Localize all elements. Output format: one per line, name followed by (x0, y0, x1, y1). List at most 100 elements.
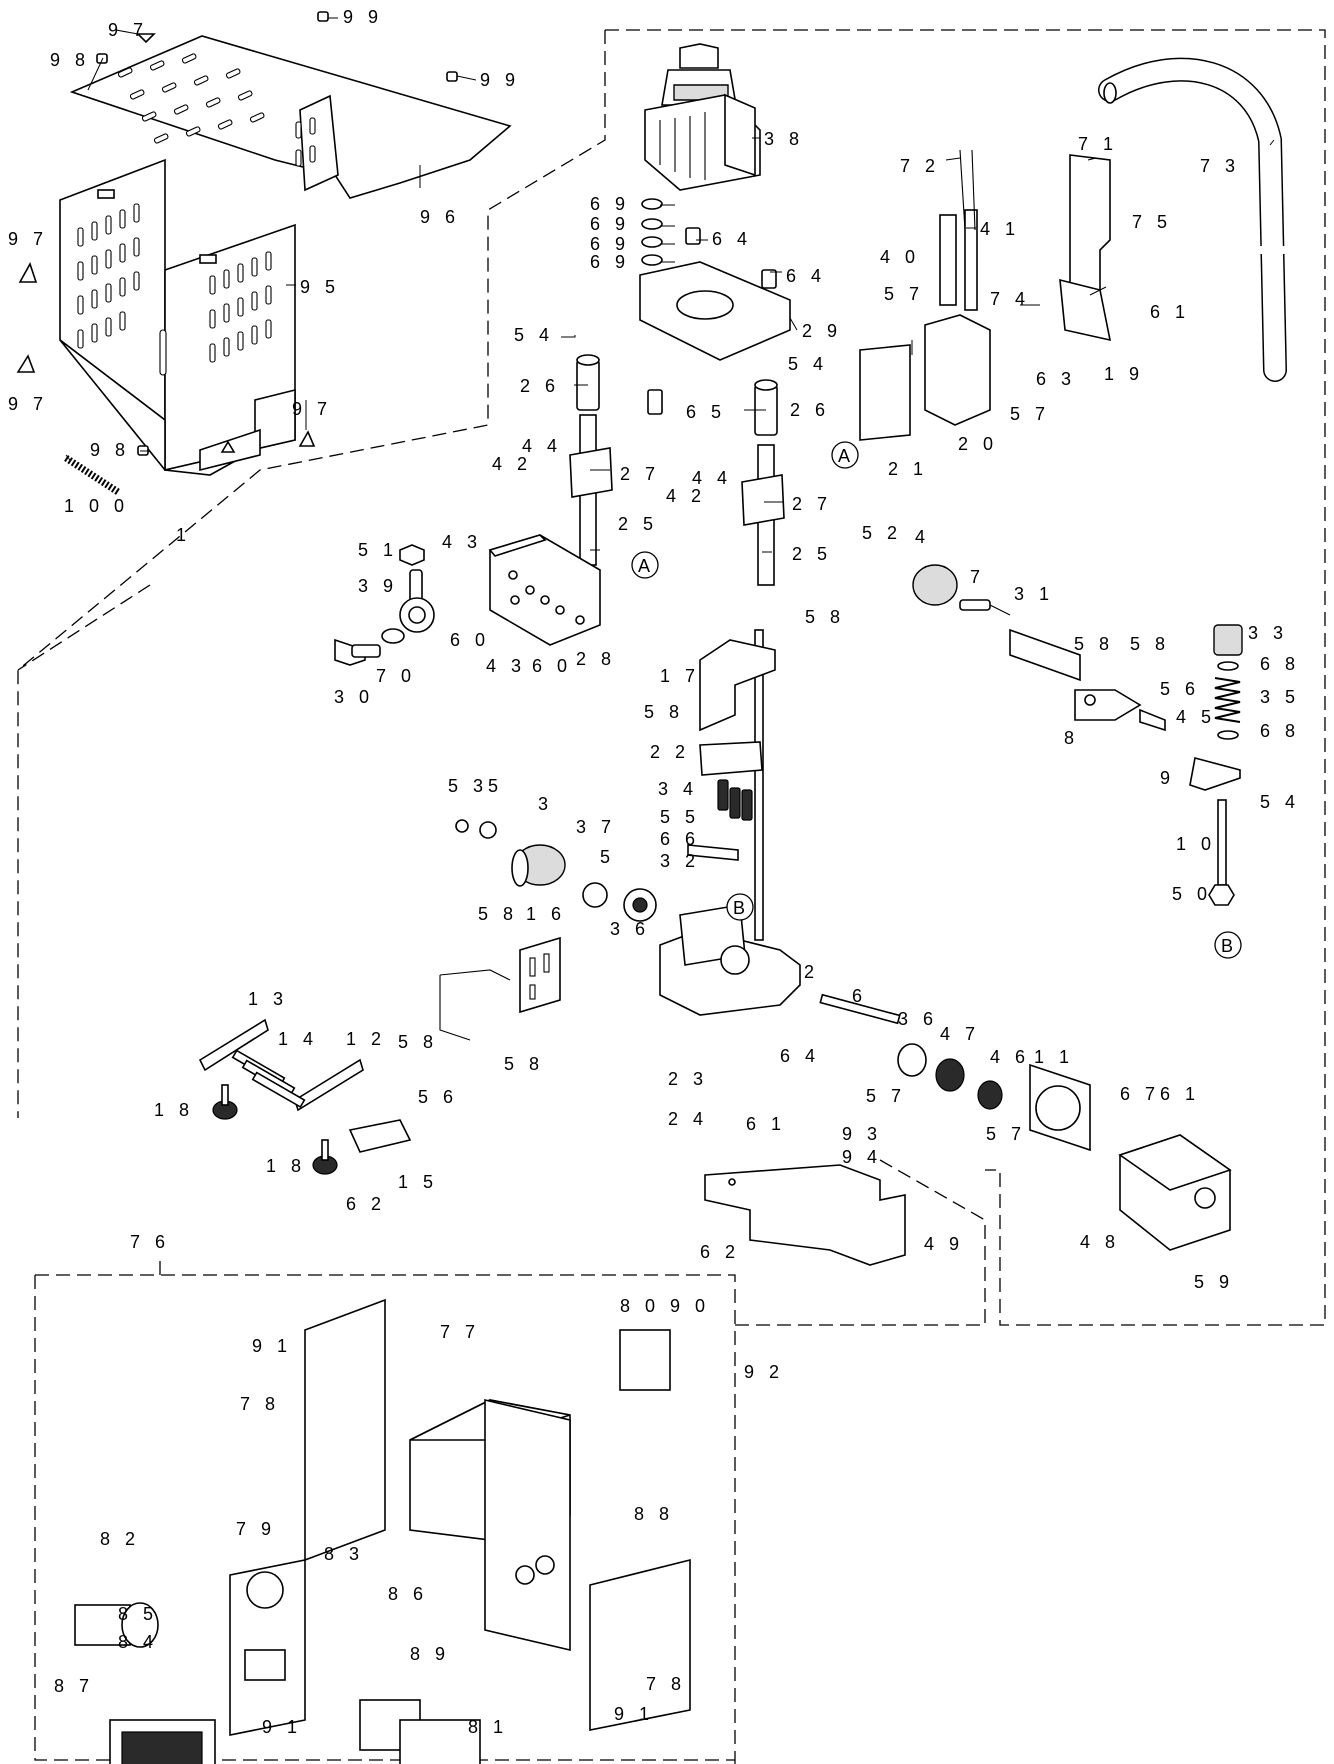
callout: 6 1 (746, 1114, 786, 1134)
callout: 9 6 (420, 207, 460, 227)
springs-block (687, 741, 763, 861)
callout: 8 9 (410, 1644, 450, 1664)
callout: 2 6 (520, 376, 560, 396)
callout: 7 8 (240, 1394, 280, 1414)
callout: 6 1 (1150, 302, 1190, 322)
callout: 5 (488, 776, 503, 796)
reference-b-label: B (733, 898, 745, 918)
callout: 8 0 (620, 1296, 660, 1316)
callout: 7 1 (1078, 134, 1118, 154)
callout: 9 9 (343, 7, 383, 27)
callout: 5 8 (478, 904, 518, 924)
callout: 5 1 (358, 540, 398, 560)
callout: 5 9 (1194, 1272, 1234, 1292)
callout: 7 4 (990, 289, 1030, 309)
callout: 6 9 (590, 252, 630, 272)
callout: 1 8 (154, 1100, 194, 1120)
callout: 6 3 (1036, 369, 1076, 389)
callout: 4 7 (940, 1024, 980, 1044)
callout: 2 0 (958, 434, 998, 454)
callout-numbers: 9 7 9 9 9 8 9 9 9 6 9 7 9 5 9 7 9 7 9 8 … (8, 7, 1300, 1737)
callout: 7 0 (376, 666, 416, 686)
callout: 1 (176, 525, 191, 545)
rod-end-assembly (334, 544, 435, 666)
callout: 6 4 (786, 266, 826, 286)
callout: 1 9 (1104, 364, 1144, 384)
callout: 4 3 (442, 532, 482, 552)
leader-lines (65, 17, 1275, 553)
callout: 8 6 (388, 1584, 428, 1604)
callout: 2 (804, 962, 819, 982)
callout: 4 9 (924, 1234, 964, 1254)
callout: 4 1 (980, 219, 1020, 239)
motor-drive (819, 993, 1232, 1251)
callout: 1 4 (278, 1029, 318, 1049)
callout: 4 4 (692, 468, 732, 488)
callout: 5 8 (1130, 634, 1170, 654)
callout: 2 8 (576, 649, 616, 669)
callout: 9 4 (842, 1147, 882, 1167)
reference-b-label: B (1221, 936, 1233, 956)
callout: 3 (538, 794, 553, 814)
callout: 5 8 (504, 1054, 544, 1074)
callout: 6 8 (1260, 654, 1300, 674)
callout: 3 1 (1014, 584, 1054, 604)
callout: 1 3 (248, 989, 288, 1009)
callout: 5 4 (514, 325, 554, 345)
slide-plate (488, 534, 601, 646)
callout: 3 2 (660, 851, 700, 871)
washers (641, 198, 663, 266)
callout: 2 2 (650, 742, 690, 762)
callout: 2 7 (792, 494, 832, 514)
callout: 5 8 (805, 607, 845, 627)
callout: 7 (970, 567, 985, 587)
callout: 8 1 (468, 1717, 508, 1737)
callout: 6 9 (590, 214, 630, 234)
callout: 3 3 (1248, 623, 1288, 643)
callout: 9 1 (252, 1336, 292, 1356)
callout: 5 8 (644, 702, 684, 722)
callout: 6 0 (450, 630, 490, 650)
arm-assembly (1009, 624, 1243, 906)
callout: 9 8 (50, 50, 90, 70)
callout: 7 5 (1132, 212, 1172, 232)
callout: 2 5 (792, 544, 832, 564)
callout: 5 7 (986, 1124, 1026, 1144)
callout: 9 7 (8, 394, 48, 414)
callout: 2 7 (620, 464, 660, 484)
bracket-17 (699, 639, 776, 732)
sensor-bracket (439, 936, 561, 1041)
callout: 4 2 (666, 486, 706, 506)
assembly-boundaries (17, 29, 1326, 1764)
reference-marks: A A B B (631, 441, 1242, 959)
callout: 1 2 (346, 1029, 386, 1049)
guide-right (741, 379, 785, 586)
callout: 5 0 (1172, 884, 1212, 904)
callout: 9 5 (300, 277, 340, 297)
callout: 1 1 (1034, 1047, 1074, 1067)
callout: 6 5 (686, 402, 726, 422)
spring-part (64, 455, 120, 495)
callout: 9 7 (108, 20, 148, 40)
callout: 5 4 (788, 354, 828, 374)
callout: 6 2 (346, 1194, 386, 1214)
roller-right (912, 564, 1011, 616)
callout: 6 4 (780, 1046, 820, 1066)
callout: 2 5 (618, 514, 658, 534)
cover-slots (117, 53, 316, 167)
callout: 5 (600, 847, 615, 867)
callout: 6 (852, 986, 867, 1006)
callout: 5 8 (1074, 634, 1114, 654)
reference-a-label: A (838, 446, 850, 466)
callout: 9 0 (670, 1296, 710, 1316)
callout: 4 5 (1176, 707, 1216, 727)
callout: 6 8 (1260, 721, 1300, 741)
callout: 1 0 0 (64, 496, 129, 516)
callout: 6 4 (712, 229, 752, 249)
callout: 2 6 (790, 400, 830, 420)
callout: 1 5 (398, 1172, 438, 1192)
callout: 8 7 (54, 1676, 94, 1696)
callout: 9 7 (8, 229, 48, 249)
roller-left (455, 819, 657, 922)
clip-parts (16, 33, 316, 453)
